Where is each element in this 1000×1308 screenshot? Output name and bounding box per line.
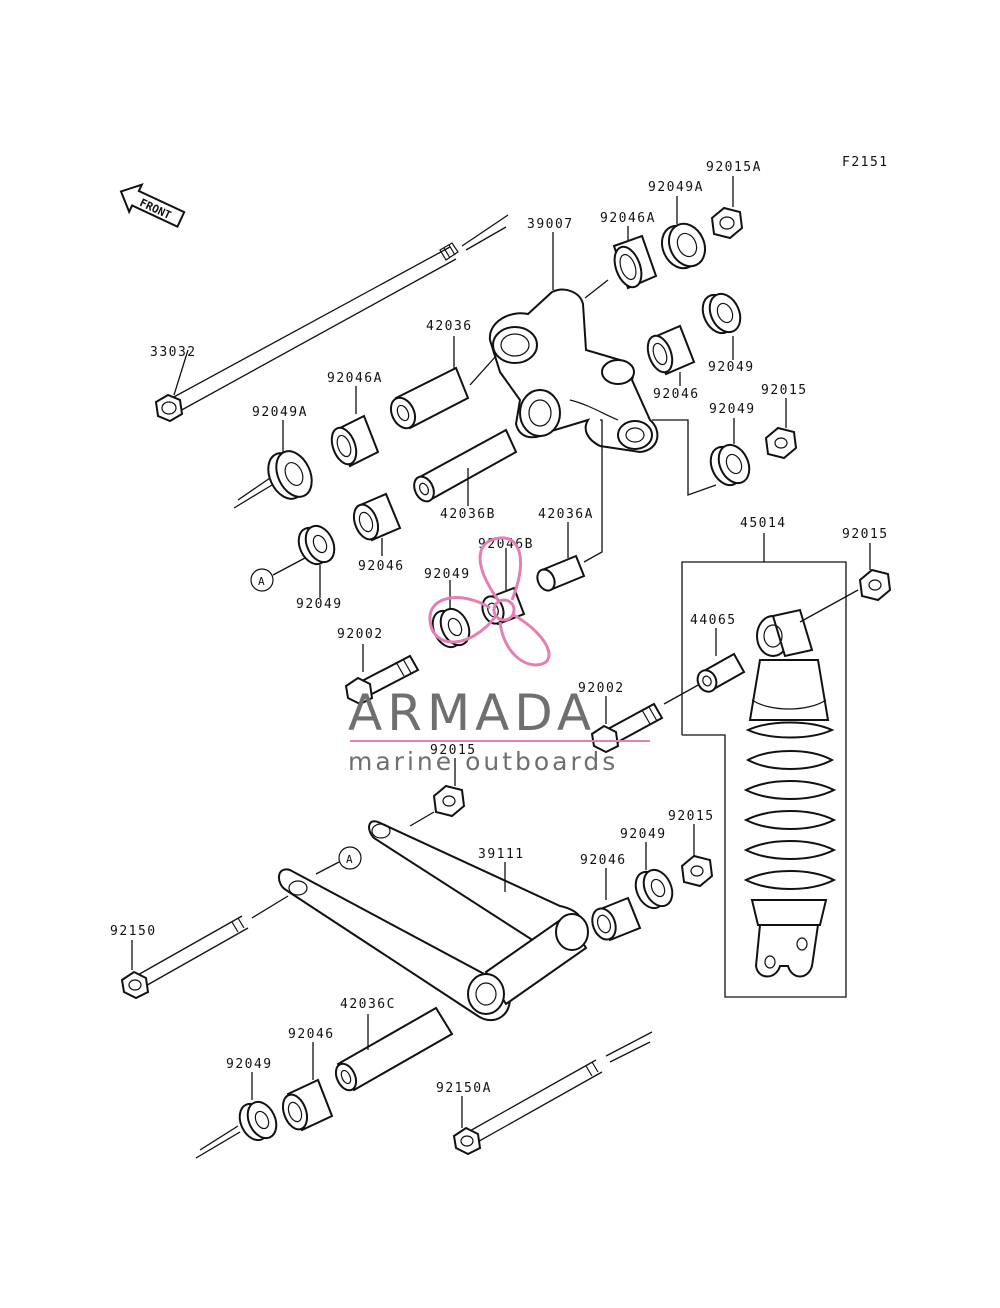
nut-92015-low [680,854,714,888]
label-42036A: 42036A [538,507,594,522]
washer-92049-low [634,868,674,910]
label-92046-low: 92046 [580,853,627,868]
label-39007: 39007 [527,217,574,232]
label-92015-low: 92015 [668,809,715,824]
bolt-92150 [120,895,289,1000]
bolt-92150A [452,1031,653,1156]
label-92150A: 92150A [436,1081,492,1096]
label-92049A-top: 92049A [648,180,704,195]
ref-marker-a-2: A [338,846,362,870]
armada-watermark: ARMADA marine outboards [348,536,650,776]
washer-92049A-top [661,222,706,270]
rocker-arm-39007 [488,288,659,454]
nut-92015-middle [432,784,466,818]
collar-42036A [536,554,586,592]
collar-42036B [413,428,518,503]
label-92015-middle: 92015 [430,743,477,758]
label-92002-a: 92002 [337,627,384,642]
label-92049-middle: 92049 [424,567,471,582]
label-92049-right-2: 92049 [709,402,756,417]
bearing-92046-low [591,896,642,942]
label-92015-shock: 92015 [842,527,889,542]
label-92046A-top: 92046A [600,211,656,226]
label-33032: 33032 [150,345,197,360]
bearing-92046A-left [330,414,380,468]
collar-44065 [696,652,746,693]
collar-42036 [389,366,470,430]
label-44065: 44065 [690,613,737,628]
label-92015A: 92015A [706,160,762,175]
label-92002-b: 92002 [578,681,625,696]
bearing-92046-left [352,492,402,542]
propeller-logo-icon [428,536,551,667]
bolt-92002-b [590,702,664,754]
nut-92015-shock [858,568,892,602]
svg-text:A: A [258,575,265,588]
label-92046-bottom: 92046 [288,1027,335,1042]
bearing-92046-bottom [281,1078,334,1132]
shock-absorber-45014 [743,608,837,978]
nut-92015A [710,206,744,240]
tie-rods-39111 [278,820,589,1022]
label-92049-right-1: 92049 [708,360,755,375]
label-39111: 39111 [478,847,525,862]
label-42036: 42036 [426,319,473,334]
label-92046-left: 92046 [358,559,405,574]
bearing-92046-right [646,324,696,376]
ref-marker-a-1: A [250,568,274,592]
washer-92049A-left [267,450,313,500]
bolt-92002-a [344,654,420,706]
label-92049-left: 92049 [296,597,343,612]
washer-92049-right-2 [709,443,751,487]
nut-92015-right [764,426,798,460]
washer-92049-middle [431,607,471,649]
washer-92049-bottom [238,1100,278,1142]
washer-92049-left [297,524,336,566]
label-45014: 45014 [740,516,787,531]
label-42036B: 42036B [440,507,496,522]
bearing-92046A-top [612,234,658,290]
label-92046A-left: 92046A [327,371,383,386]
label-92150: 92150 [110,924,157,939]
washer-92049-right-1 [701,292,742,335]
label-92046-right: 92046 [653,387,700,402]
figure-code: F2151 [842,155,889,170]
bolt-33032 [154,214,509,423]
front-arrow-icon: FRONT [119,182,186,228]
collar-42036C [334,1006,454,1092]
label-92015-right: 92015 [761,383,808,398]
label-92049-low: 92049 [620,827,667,842]
svg-text:A: A [346,853,353,866]
watermark-tagline: marine outboards [348,747,618,776]
label-42036C: 42036C [340,997,396,1012]
label-92049-bottom: 92049 [226,1057,273,1072]
label-92049A-left: 92049A [252,405,308,420]
watermark-brand: ARMADA [348,684,596,742]
